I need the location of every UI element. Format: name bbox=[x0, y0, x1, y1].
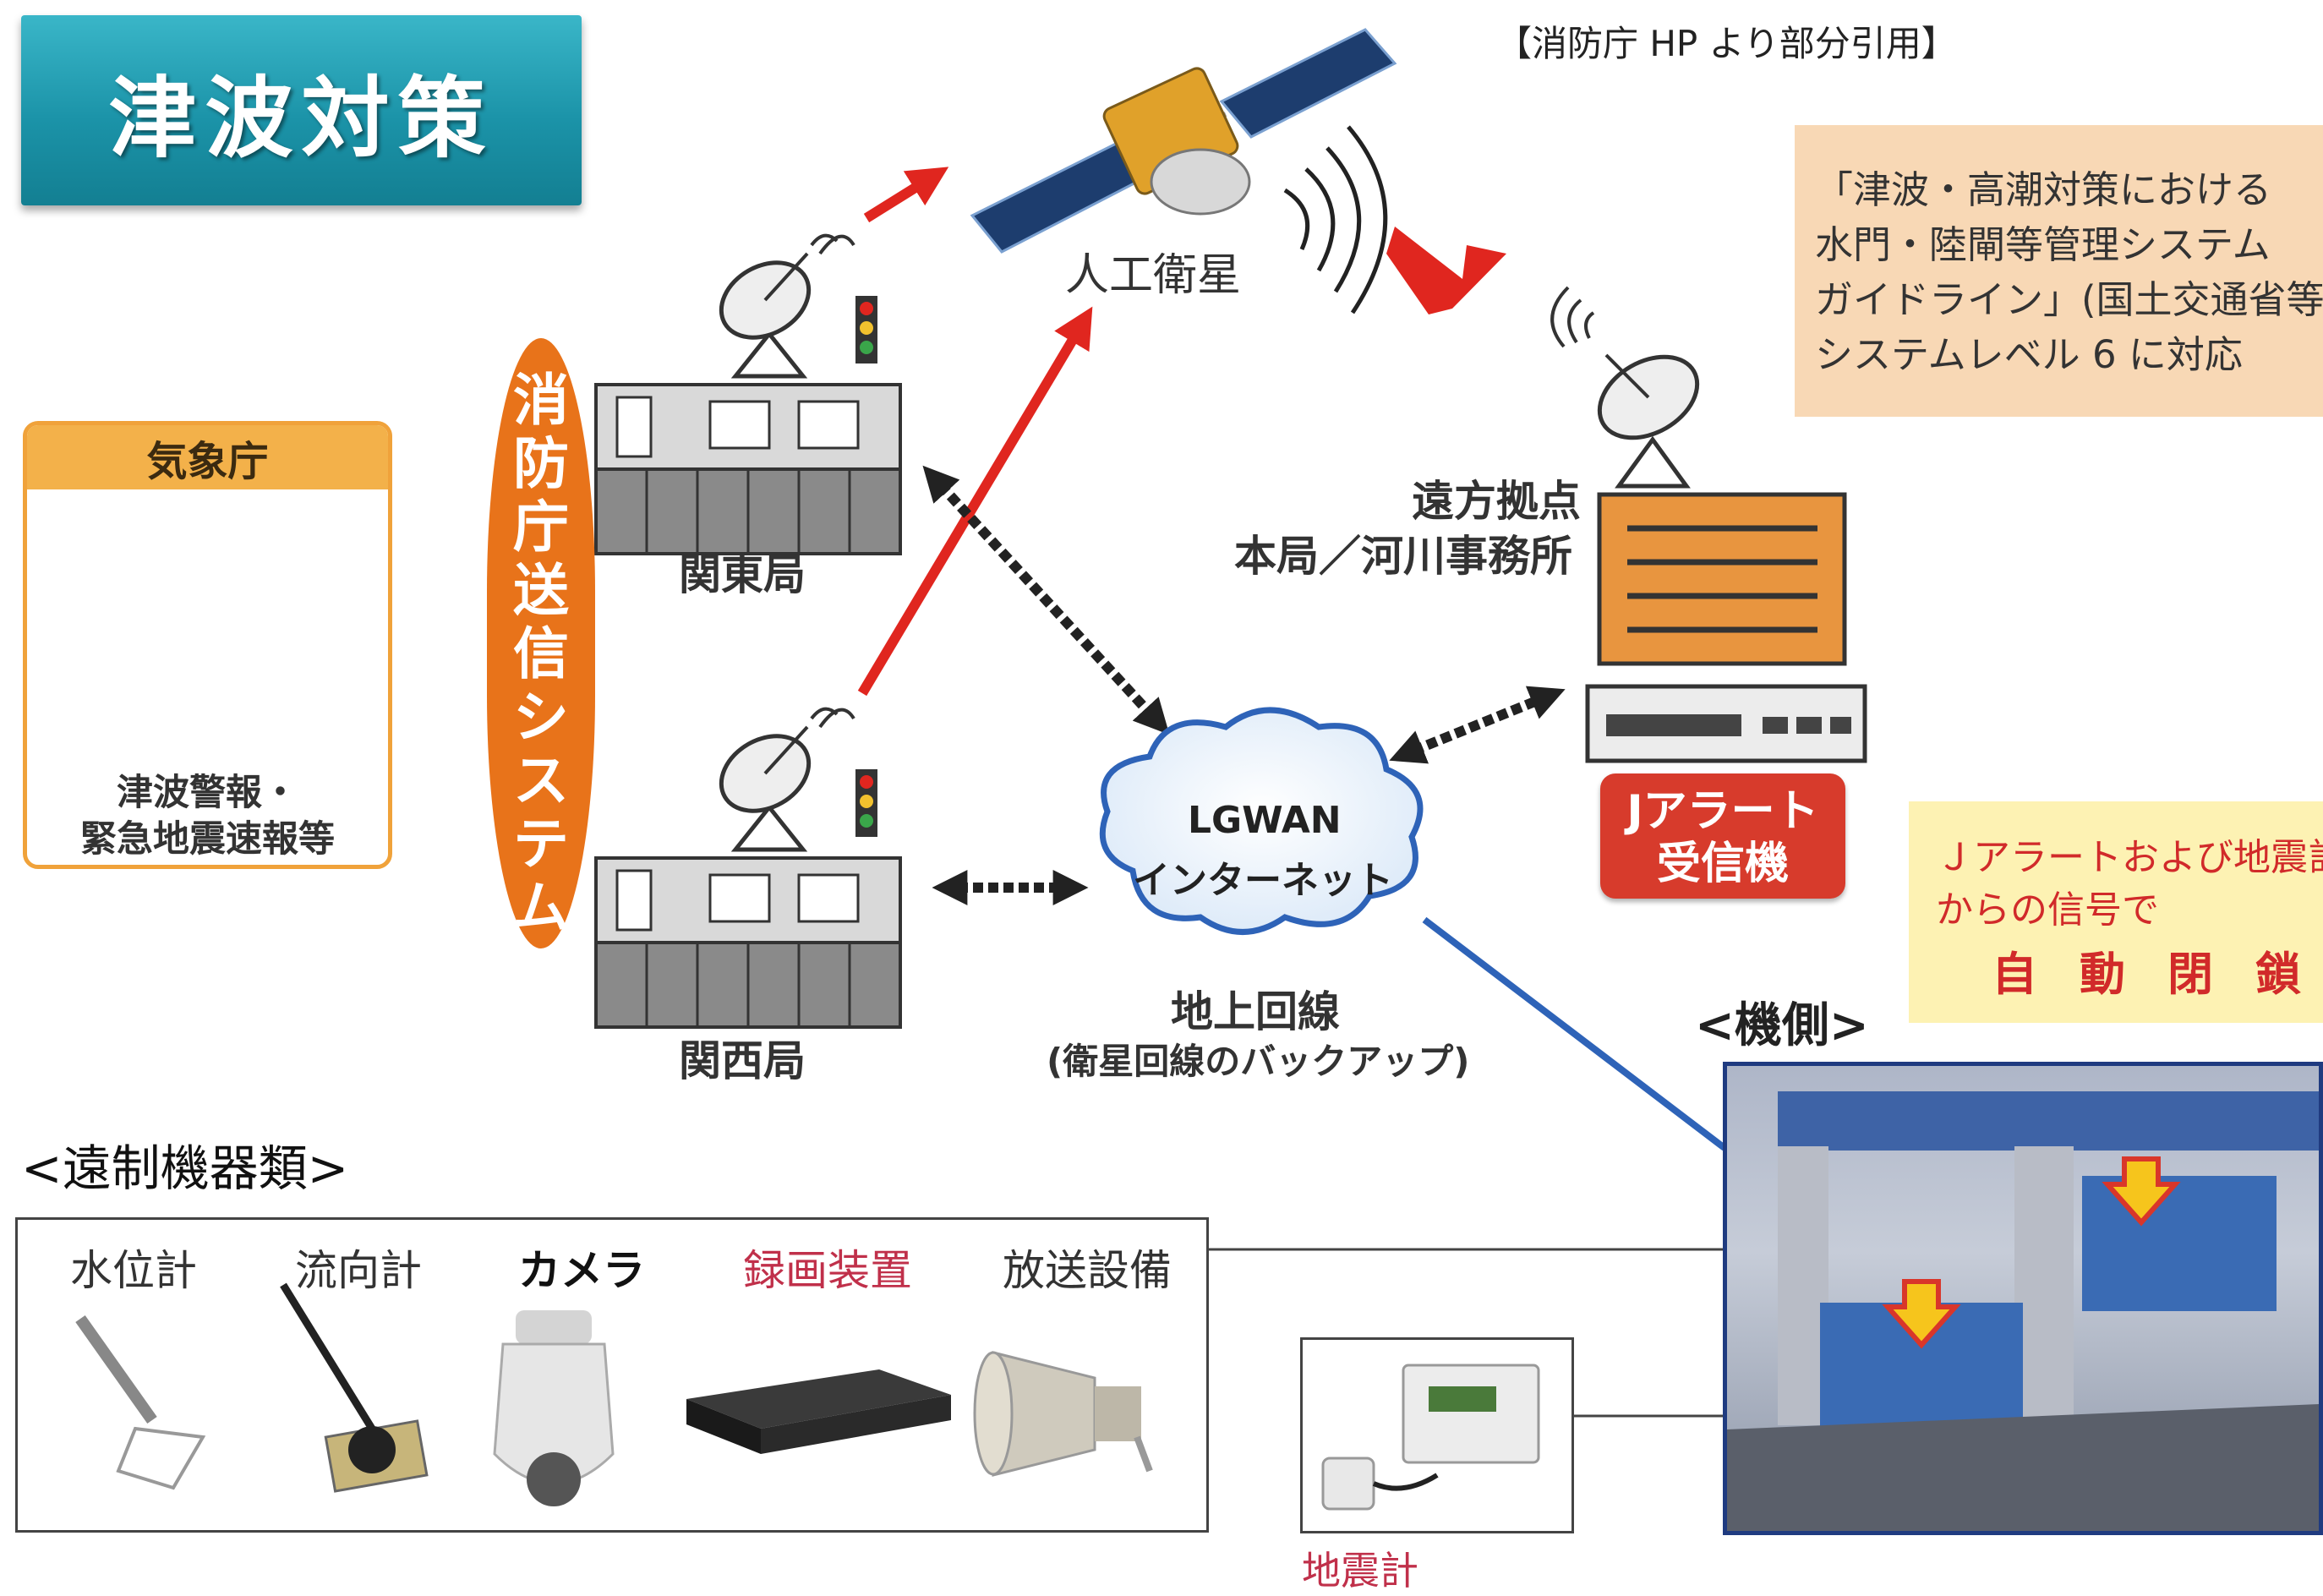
guideline-line-1: 「津波・高潮対策における bbox=[1815, 167, 2272, 212]
device-label-water-level: 水位計 bbox=[70, 1246, 197, 1295]
page-title: 津波対策 bbox=[108, 67, 495, 170]
title-banner: 津波対策 bbox=[21, 15, 582, 205]
kansai-station-label: 関西局 bbox=[679, 1036, 806, 1085]
uplink-arrow-kanto bbox=[863, 167, 949, 223]
fdma-system-badge: 消防庁送信システム bbox=[487, 338, 595, 948]
guideline-note: 「津波・高潮対策における 水門・陸閘等管理システム ガイドライン」(国土交通省等… bbox=[1795, 125, 2323, 417]
ground-line-label: 地上回線 bbox=[1171, 987, 1340, 1036]
kanto-station-icon bbox=[594, 233, 902, 555]
jalert-receiver-badge: Jアラート 受信機 bbox=[1600, 773, 1845, 899]
ground-line-note: (衛星回線のバックアップ) bbox=[1047, 1041, 1470, 1082]
kanto-station-label: 関東局 bbox=[679, 550, 806, 599]
guideline-line-4: システムレベル 6 に対応 bbox=[1815, 332, 2243, 377]
jalert-line-2: 受信機 bbox=[1656, 839, 1789, 889]
kansai-station-icon bbox=[594, 707, 902, 1029]
remote-devices-panel: 水位計 流向計 カメラ 録画装置 放送設備 bbox=[15, 1217, 1209, 1533]
seismometer-label: 地震計 bbox=[1302, 1548, 1418, 1593]
jma-caption-line-2: 緊急地震速報等 bbox=[80, 818, 335, 861]
guideline-line-3: ガイドライン」(国土交通省等) bbox=[1815, 277, 2323, 322]
water-level-gauge-icon bbox=[75, 1315, 206, 1490]
auto-close-line-2: からの信号で bbox=[1936, 888, 2159, 932]
remote-site-label-2: 本局／河川事務所 bbox=[1234, 532, 1572, 581]
speaker-icon bbox=[973, 1351, 1153, 1477]
source-note: 【消防庁 HP より部分引用】 bbox=[1496, 23, 1957, 64]
seismometer-panel bbox=[1300, 1337, 1574, 1533]
jma-caption-line-1: 津波警報・ bbox=[117, 772, 298, 814]
flow-direction-meter-icon bbox=[280, 1282, 429, 1493]
satellite-icon bbox=[970, 28, 1397, 314]
jalert-line-1: Jアラート bbox=[1626, 786, 1819, 837]
device-label-broadcast: 放送設備 bbox=[1003, 1246, 1172, 1295]
auto-close-line-1: Ｊアラートおよび地震計 bbox=[1936, 836, 2323, 879]
seismometer-icon bbox=[1321, 1364, 1540, 1511]
downlink-arrow bbox=[1386, 227, 1506, 314]
link-kanto-cloud bbox=[922, 465, 1170, 735]
remote-devices-heading: <遠制機器類> bbox=[21, 1140, 349, 1197]
flood-gate-illustration bbox=[1727, 1091, 2319, 1531]
receiver-device-icon bbox=[1585, 684, 1867, 763]
device-label-camera: カメラ bbox=[518, 1246, 645, 1295]
jma-card: 気象庁 津波警報・ 緊急地震速報等 bbox=[23, 421, 392, 869]
remote-site-label-1: 遠方拠点 bbox=[1412, 477, 1581, 526]
recorder-icon bbox=[686, 1369, 951, 1454]
device-label-flow-direction: 流向計 bbox=[295, 1246, 422, 1295]
site-label: <機側> bbox=[1695, 998, 1869, 1053]
lgwan-label: LGWAN bbox=[1188, 799, 1342, 842]
auto-close-note: Ｊアラートおよび地震計 からの信号で 自動閉鎖 bbox=[1909, 801, 2323, 1023]
link-cloud-receiver bbox=[1389, 686, 1566, 764]
device-label-recorder: 録画装置 bbox=[743, 1246, 912, 1295]
flood-gate-photo bbox=[1723, 1062, 2323, 1535]
fdma-system-label: 消防庁送信システム bbox=[513, 368, 569, 940]
remote-site-icon bbox=[1550, 286, 1847, 666]
satellite-label: 人工衛星 bbox=[1065, 250, 1242, 301]
link-cloud-gate bbox=[1422, 916, 1727, 1151]
auto-close-emphasis: 自動閉鎖 bbox=[1992, 948, 2323, 1001]
camera-icon bbox=[493, 1310, 615, 1506]
guideline-line-2: 水門・陸閘等管理システム bbox=[1815, 222, 2271, 267]
lgwan-cloud-icon bbox=[1099, 707, 1424, 935]
internet-label: インターネット bbox=[1133, 859, 1393, 902]
jma-header: 気象庁 bbox=[27, 425, 388, 489]
